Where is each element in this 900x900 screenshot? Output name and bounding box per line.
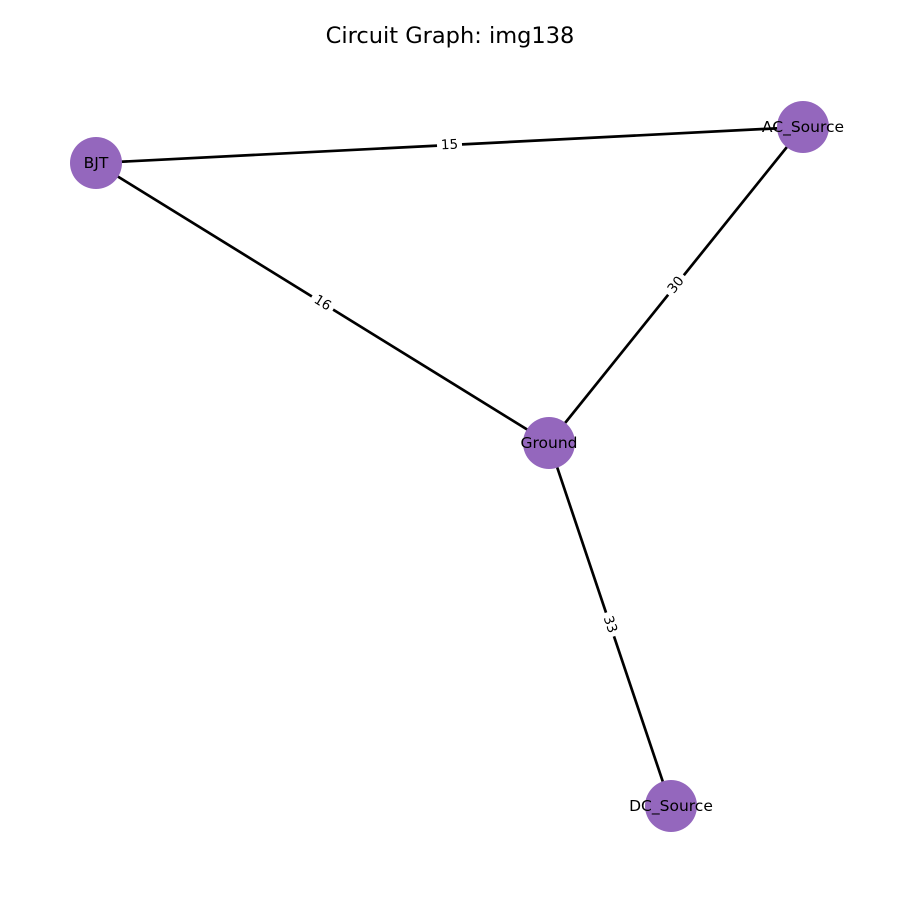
edge-weight-label: 33 [597, 609, 623, 640]
edge-ground-dc-source: 33 [547, 442, 673, 807]
edge-bjt-ac-source: 15 [95, 125, 804, 165]
node-label: Ground [520, 434, 577, 452]
node-ac-source: AC_Source [762, 101, 844, 153]
edge-bjt-ground: 16 [95, 161, 550, 445]
edge-label-background [307, 288, 338, 318]
edge-weight-label: 16 [307, 288, 338, 318]
node-circle [777, 101, 829, 153]
edge-weight-label: 30 [661, 269, 691, 301]
edge-label-background [661, 269, 691, 301]
node-circle [645, 780, 697, 832]
node-label: DC_Source [629, 797, 713, 816]
node-ground: Ground [520, 417, 578, 469]
node-label: BJT [84, 154, 109, 172]
edge-weight-label: 15 [436, 135, 463, 155]
edge-weight-text: 15 [441, 137, 459, 154]
node-label: AC_Source [762, 118, 844, 137]
edge-ground-ac-source: 30 [547, 126, 805, 444]
edge-label-background [436, 135, 463, 155]
edge-weight-text: 33 [600, 614, 621, 635]
node-dc-source: DC_Source [629, 780, 713, 832]
graph-title: Circuit Graph: img138 [326, 23, 575, 49]
edge-label-background [597, 609, 623, 640]
edge-weight-text: 16 [311, 292, 334, 315]
node-circle [523, 417, 575, 469]
node-bjt: BJT [70, 137, 122, 189]
node-circle [70, 137, 122, 189]
edges-layer: 15 16 30 33 [95, 125, 805, 807]
